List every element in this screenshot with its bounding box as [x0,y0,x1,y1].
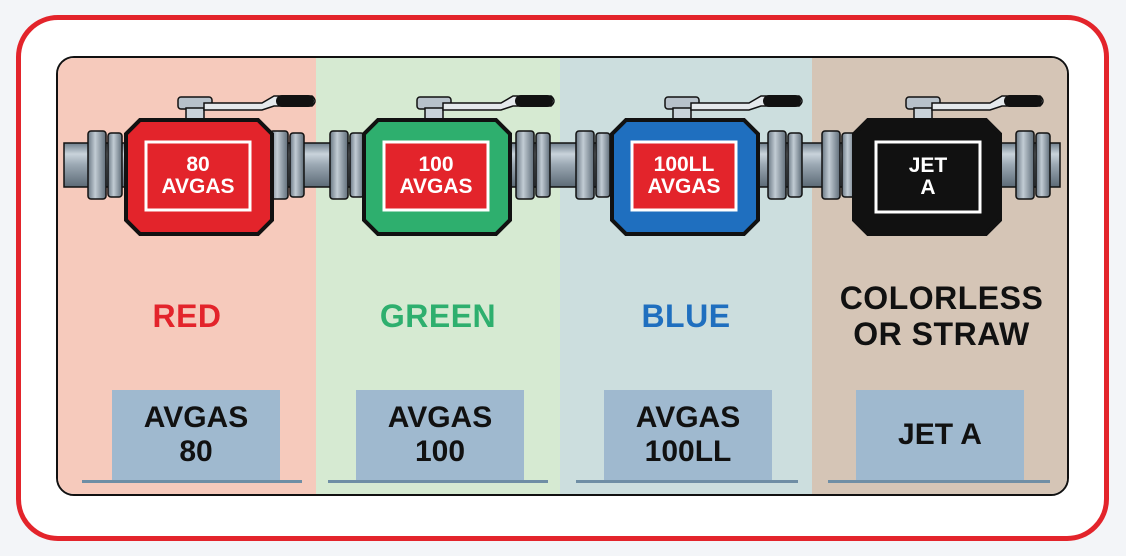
valve-label-100-avgas: 100 AVGAS [399,153,473,198]
valve-label-100ll-avgas: 100LL AVGAS [647,153,721,198]
base-line [828,480,1050,483]
valve-label-80-avgas: 80 AVGAS [161,153,235,198]
valve-avgas-100 [362,95,555,236]
color-name-green: GREEN [379,298,497,334]
color-name-red: RED [152,298,222,334]
base-line [328,480,548,483]
color-name-blue: BLUE [641,298,731,334]
grade-box-jet-a: JET A [856,390,1024,480]
valve-label-jet-a: JET A [908,154,948,199]
base-line [576,480,798,483]
grade-box-avgas-80: AVGAS 80 [112,390,280,480]
color-name-colorless: COLORLESS OR STRAW [839,280,1044,352]
valve-jet-a [852,95,1044,236]
grade-box-avgas-100ll: AVGAS 100LL [604,390,772,480]
base-line [82,480,302,483]
pipe-flanges [87,130,1051,200]
valve-avgas-80 [124,95,316,236]
grade-box-avgas-100: AVGAS 100 [356,390,524,480]
valve-avgas-100ll [610,95,803,236]
valve-handle-icon [177,95,316,125]
